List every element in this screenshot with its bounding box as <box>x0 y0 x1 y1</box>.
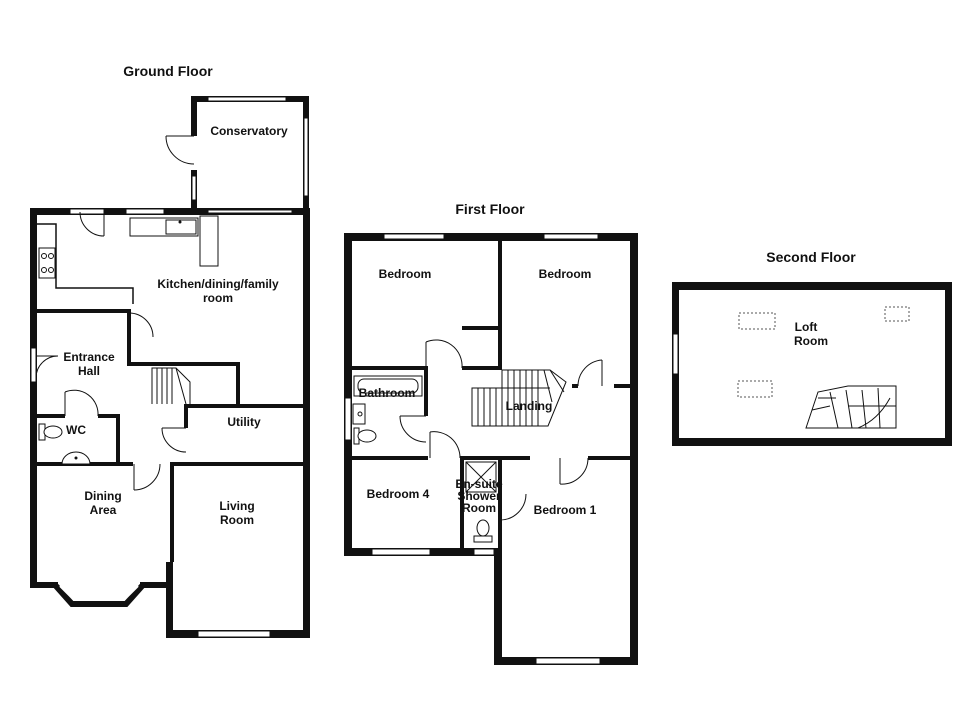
dining-area-label-line1: Dining <box>84 489 121 503</box>
kitchen-back-door-icon <box>79 211 105 237</box>
ground-floor: Ground Floor <box>30 63 310 638</box>
utility-door-icon <box>161 427 187 453</box>
loft-walls <box>672 282 952 446</box>
second-floor: Second Floor Loft Room <box>672 249 952 446</box>
bedroom1-window <box>535 657 601 665</box>
living-room-window <box>197 630 271 638</box>
ground-floor-title: Ground Floor <box>123 63 213 79</box>
bathroom-door-icon <box>399 415 427 443</box>
kitchen-label-line2: room <box>203 291 233 305</box>
entrance-window <box>30 347 37 383</box>
bedroom-left-door-icon <box>425 339 463 369</box>
bedroom-right-window <box>543 233 599 240</box>
bedroom4-door-icon <box>429 431 461 459</box>
bathroom-label: Bathroom <box>359 386 416 400</box>
first-floor-title: First Floor <box>455 201 525 217</box>
kitchen-window-right <box>125 208 165 215</box>
entrance-hall-label-line2: Hall <box>78 364 100 378</box>
living-room-label-line1: Living <box>219 499 254 513</box>
bedroom-left-window <box>383 233 445 240</box>
loft-stairs <box>805 385 897 429</box>
conservatory-window-top <box>207 96 287 102</box>
front-door-icon <box>35 355 59 379</box>
conservatory-window-right <box>303 117 309 197</box>
wc-basin-icon <box>61 451 91 465</box>
dining-door-icon <box>133 463 161 491</box>
bath-icon <box>353 375 423 397</box>
shower-tray-icon <box>465 461 497 493</box>
bedroom-right-door-icon <box>577 359 603 387</box>
wc-door-icon <box>64 389 99 417</box>
conservatory-label: Conservatory <box>210 124 288 138</box>
bedroom4-window <box>371 548 431 556</box>
wc-label: WC <box>66 423 86 437</box>
kitchen-sliding-door <box>207 209 293 214</box>
kitchen-window-left <box>69 208 105 215</box>
loft-window <box>672 333 679 375</box>
first-floor: First Floor <box>344 201 638 665</box>
first-floor-stairs <box>471 369 567 427</box>
entrance-hall-label-line1: Entrance <box>63 350 115 364</box>
kitchen-hall-door-icon <box>128 312 154 338</box>
ensuite-label-line2: Shower <box>457 489 501 503</box>
utility-label: Utility <box>227 415 261 429</box>
bathroom-toilet-icon <box>353 427 377 445</box>
bathroom-basin-icon <box>352 403 366 425</box>
bedroom1-label: Bedroom 1 <box>534 503 597 517</box>
dining-area-label-line2: Area <box>90 503 117 517</box>
loft-room-label-line2: Room <box>794 334 828 348</box>
loft-room-label-line1: Loft <box>795 320 818 334</box>
bay-window <box>53 584 145 607</box>
living-room-label-line2: Room <box>220 513 254 527</box>
ensuite-toilet-icon <box>473 519 493 543</box>
kitchen-label-line1: Kitchen/dining/family <box>157 277 279 291</box>
ensuite-window <box>473 548 495 556</box>
second-floor-title: Second Floor <box>766 249 856 265</box>
bedroom-right-label: Bedroom <box>539 267 592 281</box>
landing-label: Landing <box>506 399 553 413</box>
skylight-3 <box>737 380 773 398</box>
ensuite-door-icon <box>499 493 527 521</box>
wc-toilet-icon <box>38 423 63 441</box>
conservatory-walls <box>191 96 309 214</box>
ground-stairs <box>151 367 191 405</box>
bedroom4-label: Bedroom 4 <box>367 487 430 501</box>
skylight-1 <box>738 312 776 330</box>
skylight-2 <box>884 306 910 322</box>
first-floor-outer-walls <box>344 233 638 665</box>
bedroom-left-label: Bedroom <box>379 267 432 281</box>
ensuite-label-line1: En-suite <box>455 477 503 491</box>
ensuite-label-line3: Room <box>462 501 496 515</box>
bedroom1-door-icon <box>559 457 589 485</box>
hob-icon <box>38 247 56 279</box>
kitchen-sink-icon <box>165 219 197 235</box>
conservatory-door-icon <box>165 135 195 165</box>
conservatory-window-left <box>191 175 197 201</box>
bathroom-window <box>344 397 352 441</box>
